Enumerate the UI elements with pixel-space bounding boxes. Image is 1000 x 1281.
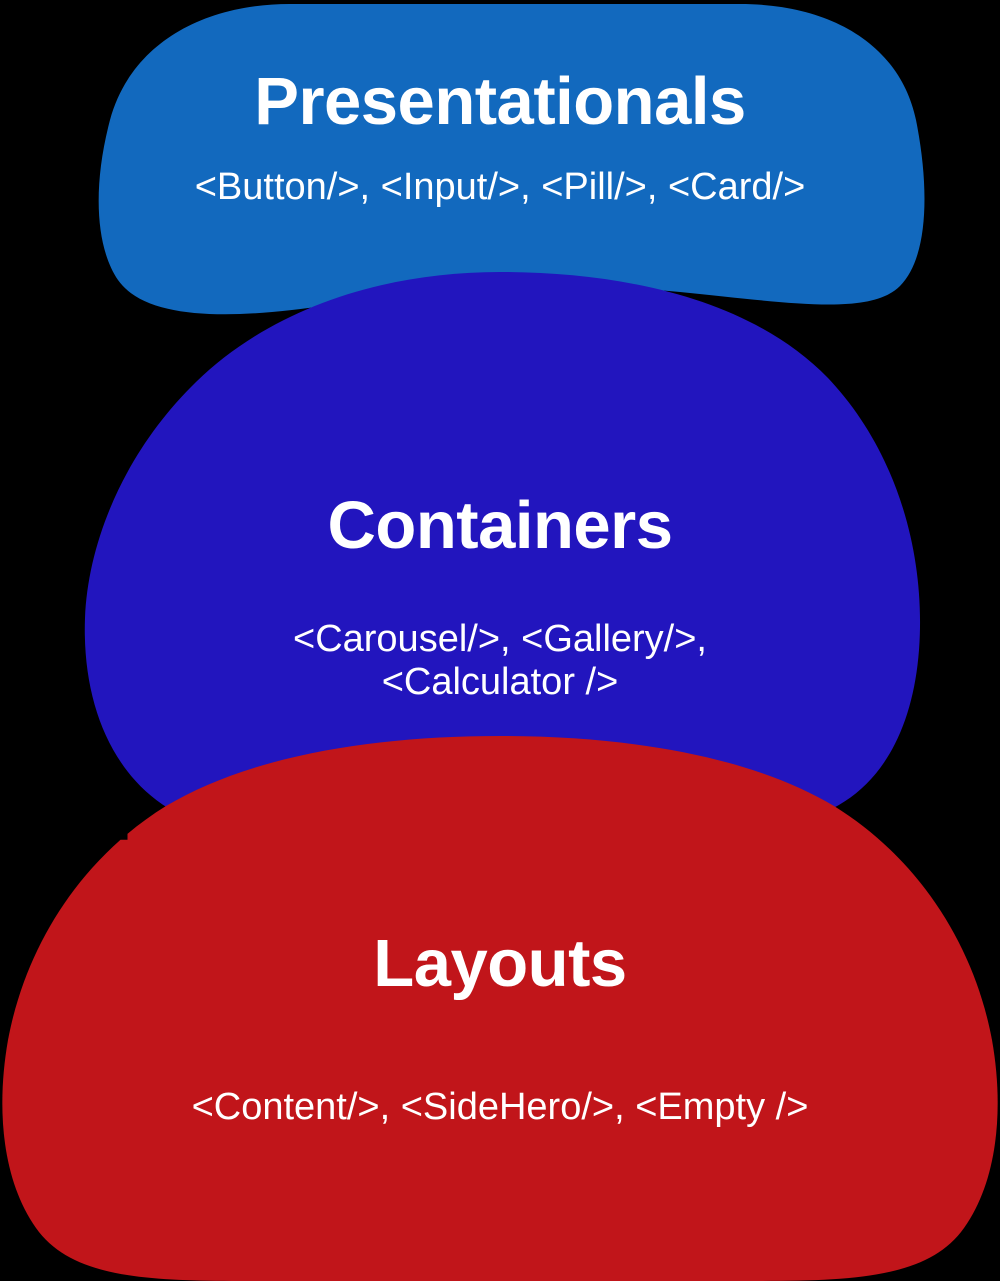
containers-blob-shape	[84, 272, 921, 833]
presentationals-blob-shape	[98, 4, 925, 315]
layouts-blob-shape	[2, 736, 998, 1281]
